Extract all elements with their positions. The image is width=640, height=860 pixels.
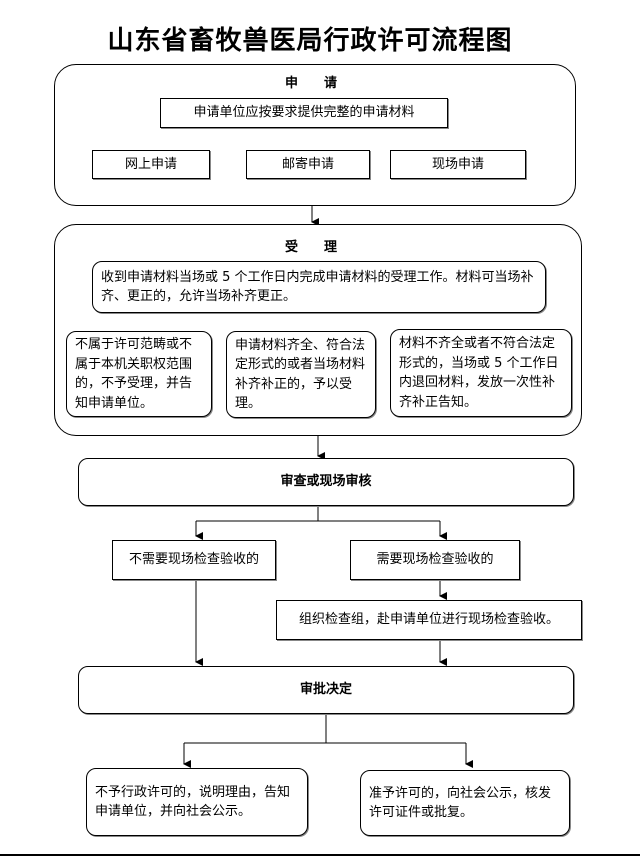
apply-heading: 申请: [284, 76, 363, 91]
mail-apply-box: 邮寄申请: [246, 150, 370, 179]
need-inspection-box: 需要现场检查验收的: [350, 540, 520, 580]
online-apply-box: 网上申请: [92, 150, 210, 179]
incomplete-box: 材料不齐全或者不符合法定形式的，当场或 5 个工作日内退回材料，发放一次性补齐补…: [390, 329, 572, 417]
apply-materials-box: 申请单位应按要求提供完整的申请材料: [160, 98, 448, 128]
bottom-rule: [0, 854, 640, 856]
decision-box: 审批决定: [78, 666, 574, 714]
onsite-apply-box: 现场申请: [390, 150, 526, 179]
no-inspection-box: 不需要现场检查验收的: [112, 540, 276, 580]
approve-box: 准予许可的，向社会公示，核发许可证件或批复。: [360, 770, 570, 836]
page-title: 山东省畜牧兽医局行政许可流程图: [107, 26, 513, 56]
apply-group: [54, 64, 576, 206]
accept-main-box: 收到申请材料当场或 5 个工作日内完成申请材料的受理工作。材料可当场补齐、更正的…: [92, 261, 546, 313]
review-box: 审查或现场审核: [78, 458, 574, 506]
reject-box: 不予行政许可的，说明理由，告知申请单位，并向社会公示。: [86, 768, 308, 836]
inspection-team-box: 组织检查组，赴申请单位进行现场检查验收。: [276, 600, 582, 640]
not-accepted-box: 不属于许可范畴或不属于本机关职权范围的，不予受理，并告知申请单位。: [66, 331, 212, 417]
accepted-box: 申请材料齐全、符合法定形式的或者当场材料补齐补正的，予以受理。: [226, 331, 376, 418]
accept-heading: 受理: [284, 240, 363, 255]
